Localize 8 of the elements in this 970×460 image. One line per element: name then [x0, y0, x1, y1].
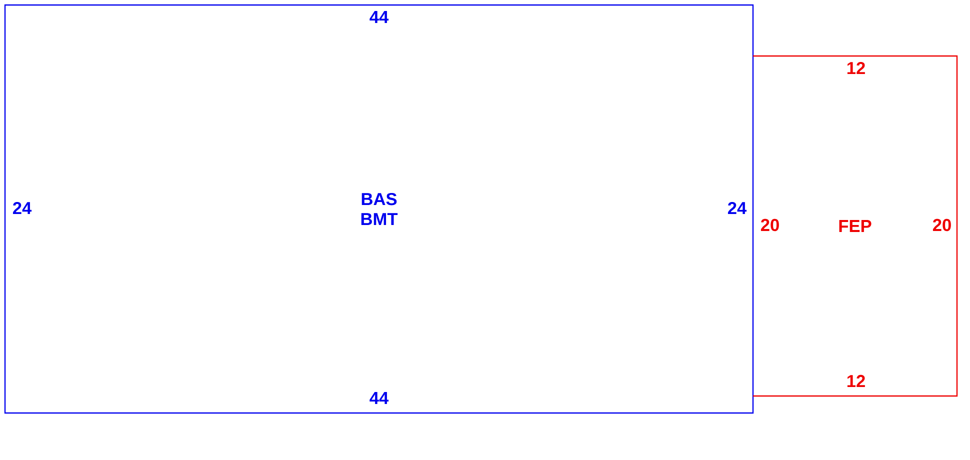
dimension-label: 24: [12, 202, 32, 214]
dimension-label: 20: [932, 218, 951, 232]
dimension-label: 12: [847, 62, 865, 74]
dimension-label: 20: [760, 218, 779, 232]
dimension-label: 44: [370, 392, 389, 404]
dimension-label: 24: [728, 202, 747, 214]
dimension-label: 44: [370, 11, 389, 23]
dimension-label: 12: [847, 374, 865, 388]
